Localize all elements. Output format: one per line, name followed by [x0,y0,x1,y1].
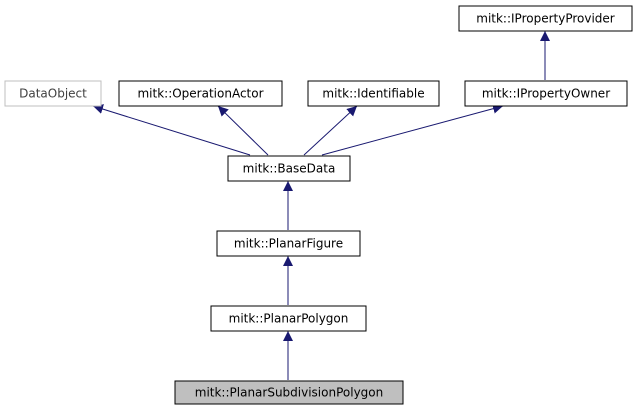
node-label: mitk::PlanarPolygon [229,312,349,326]
node-planar-subdivision-polygon[interactable]: mitk::PlanarSubdivisionPolygon [174,380,404,405]
node-basedata[interactable]: mitk::BaseData [227,155,351,182]
node-identifiable[interactable]: mitk::Identifiable [307,80,440,107]
node-label: mitk::BaseData [243,162,336,176]
edge-basedata-to-op-actor [217,105,269,156]
node-dataobject[interactable]: DataObject [4,80,102,107]
node-planarfigure[interactable]: mitk::PlanarFigure [216,230,361,257]
edge-basedata-to-identifiable [303,105,358,156]
node-iprop-provider[interactable]: mitk::IPropertyProvider [458,5,633,32]
node-label: mitk::PlanarSubdivisionPolygon [195,386,384,400]
node-label: mitk::IPropertyProvider [476,12,615,26]
node-operation-actor[interactable]: mitk::OperationActor [118,80,283,107]
node-label: mitk::OperationActor [137,87,263,101]
edge-basedata-to-dataobject [92,104,251,156]
edge-basedata-to-iprop-owner [321,103,504,156]
node-label: mitk::Identifiable [322,87,424,101]
node-iprop-owner[interactable]: mitk::IPropertyOwner [464,80,628,107]
node-label: DataObject [19,87,87,101]
node-planarpolygon[interactable]: mitk::PlanarPolygon [210,305,367,332]
node-label: mitk::PlanarFigure [234,237,343,251]
edges [92,31,550,380]
node-label: mitk::IPropertyOwner [482,87,610,101]
